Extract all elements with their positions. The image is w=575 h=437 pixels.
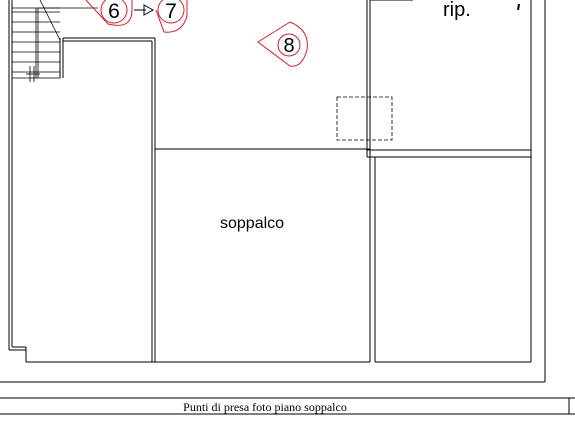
mezzanine-label: soppalco	[220, 215, 284, 232]
photo-marker-8-label: 8	[283, 35, 294, 57]
staircase	[12, 0, 98, 82]
caption: Punti di presa foto piano soppalco	[183, 400, 347, 414]
door-mark	[517, 3, 520, 11]
photo-marker-7-label: 7	[165, 0, 177, 23]
direction-arrow	[134, 4, 155, 16]
mezzanine-walls	[151, 38, 370, 363]
storage-room-label: rip.	[443, 0, 471, 21]
photo-marker-7[interactable]: 7	[155, 0, 188, 33]
outer-walls	[0, 0, 575, 415]
photo-marker-6[interactable]: 6	[85, 0, 133, 26]
right-room-walls	[369, 0, 532, 363]
photo-marker-8[interactable]: 8	[257, 21, 308, 67]
left-corridor-walls	[8, 0, 155, 363]
storage-room-walls	[366, 0, 531, 158]
photo-marker-6-label: 6	[108, 0, 120, 23]
dashed-shaft	[336, 96, 393, 141]
